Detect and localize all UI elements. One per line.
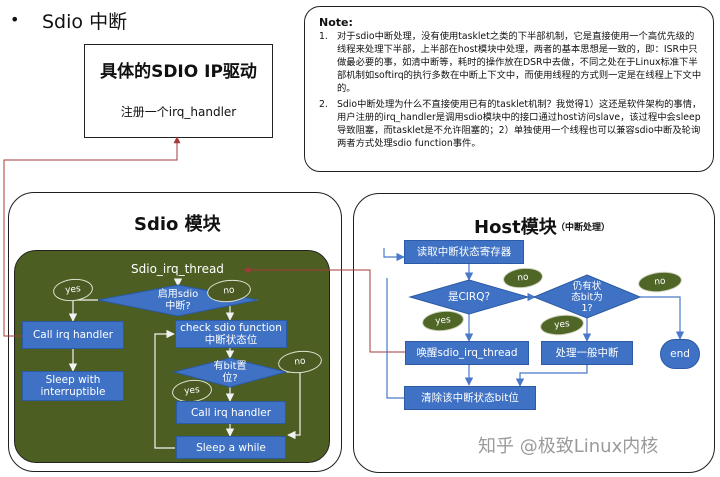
host-normal-to-clear [515,365,588,387]
bit-question: 有bit置 位? [213,360,247,384]
host-module-title: Host模块 [474,217,557,238]
wake-thread-box: 唤醒sdio_irq_thread [405,341,529,365]
connector-driver-to-sdio [3,136,181,337]
driver-subtitle: 注册一个irq_handler [120,105,237,119]
diamond-bit [172,357,288,388]
bullet: • [10,10,20,29]
host-entry [383,248,405,262]
host-bit-no [640,296,685,340]
watermark: 知乎 @极致Linux内核 [478,436,659,457]
host-module-subtitle: （中断处理） [556,223,611,233]
host-module-panel [353,193,715,473]
connector-bit-no [286,371,301,440]
call-irq-handler-box-2: Call irq handler [176,401,286,424]
connector-loop-back [154,329,175,449]
driver-title: 具体的SDIO IP驱动 [100,62,257,82]
clear-status-box: 清除该中断状态bit位 [404,386,536,410]
cirq-question: 是CIRQ? [447,291,491,303]
thread-title: Sdio_irq_thread [131,262,224,276]
note-box: Note: 1. 对于sdio中断处理，没有使用tasklet之类的下半部机制，… [304,6,714,172]
enabled-question: 启用sdio 中断? [157,289,199,312]
end-terminal: end [660,339,700,369]
diamond-host-bit [532,274,642,319]
page-title: Sdio 中断 [42,11,128,33]
host-bit-question: 仍有状 态bit为 1? [571,280,603,314]
sleep-a-while-box: Sleep a while [176,436,286,459]
sdio-ip-driver-box: 具体的SDIO IP驱动 注册一个irq_handler [84,44,273,138]
check-status-box: check sdio function 中断状态位 [175,320,287,348]
call-irq-handler-box: Call irq handler [22,321,124,349]
note-item-number: 2. [319,99,328,110]
note-item-text: 对于sdio中断处理，没有使用tasklet之类的下半部机制，它是直接使用一个高… [337,31,702,94]
host-clear-loop [386,278,404,399]
note-item-number: 1. [319,31,328,42]
note-heading: Note: [319,16,353,29]
sleep-interruptible-box: Sleep with interruptible [22,371,124,401]
read-status-register-box: 读取中断状态寄存器 [404,240,524,264]
normal-irq-box: 处理一般中断 [541,341,633,365]
sdio-module-title: Sdio 模块 [134,214,221,235]
connector-yes-left [68,299,98,322]
diamond-cirq [408,279,530,315]
note-item-1: 1. 对于sdio中断处理，没有使用tasklet之类的下半部机制，它是直接使用… [319,30,703,95]
note-item-2: 2. Sdio中断处理为什么不直接使用已有的tasklet机制？我觉得1）这还是… [319,98,703,150]
note-item-text: Sdio中断处理为什么不直接使用已有的tasklet机制？我觉得1）这还是软件架… [337,99,702,149]
